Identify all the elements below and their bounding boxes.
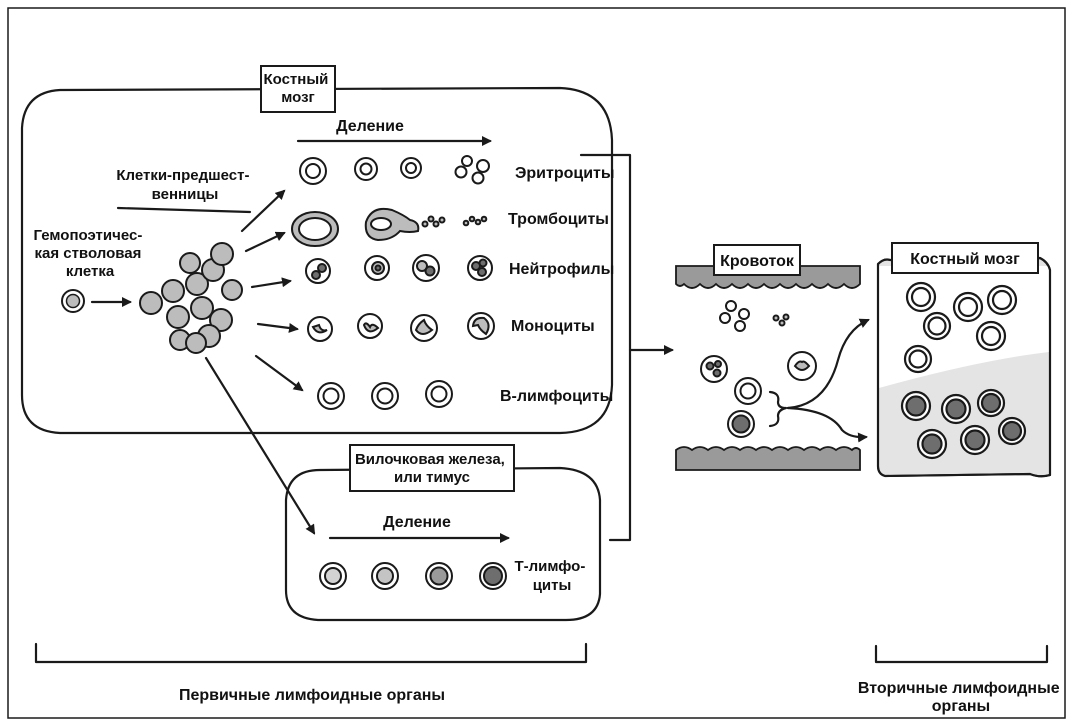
blood-lymphocyte-brace — [768, 390, 788, 428]
secondary-jar-rim — [876, 256, 1052, 478]
thymus-label-box — [349, 444, 515, 492]
primary-organs-bracket — [34, 642, 588, 664]
bloodstream-label-box — [713, 244, 801, 276]
thymus-box — [284, 466, 602, 622]
bone-marrow-label: Костный мозг — [263, 71, 332, 106]
monocyte-row — [307, 312, 495, 342]
thrombocyte-row — [291, 207, 488, 247]
secondary-organs-label: Вторичные лимфоидные органы — [858, 680, 1064, 715]
blood-cells — [700, 300, 817, 438]
to-secondary-arrow-top — [786, 318, 870, 410]
erythrocytes-label: Эритроциты — [515, 165, 615, 182]
secondary-t-cells — [900, 388, 1027, 460]
to-secondary-arrow-bottom — [786, 406, 868, 443]
b-lymphocyte-row — [317, 380, 453, 410]
bone-marrow-label-box — [260, 65, 336, 113]
t-lymphocytes-label: Т-лимфо- циты — [514, 558, 589, 594]
thymus-division-label: Деление — [383, 514, 451, 531]
neutrophil-row — [305, 254, 493, 284]
secondary-bone-marrow-label: Костный мозг — [910, 251, 1020, 268]
bloodstream-label: Кровоток — [720, 253, 795, 270]
thrombocytes-label: Тромбоциты — [508, 211, 609, 228]
division-label: Деление — [336, 118, 404, 135]
primary-to-blood-connector — [579, 153, 632, 542]
outer-frame — [7, 7, 1066, 719]
bone-marrow-box — [20, 86, 614, 435]
secondary-organs-bracket — [874, 644, 1049, 664]
precursor-cluster — [139, 242, 243, 354]
neutrophils-label: Нейтрофилы — [509, 261, 614, 278]
thymus-label: Вилочковая железа, или тимус — [355, 451, 509, 486]
secondary-bone-marrow-label-box — [891, 242, 1039, 274]
precursor-underline — [116, 206, 252, 214]
lineage-arrows — [204, 189, 316, 535]
b-lymphocytes-label: В-лимфоциты — [500, 388, 613, 405]
stem-cell-label: Гемопоэтичес- кая стволовая клетка — [34, 227, 147, 280]
t-lymphocyte-row — [319, 562, 507, 590]
precursor-label: Клетки-предшест- венницы — [116, 167, 253, 203]
secondary-b-cells — [903, 281, 1018, 374]
monocytes-label: Моноциты — [511, 318, 595, 335]
primary-organs-label: Первичные лимфоидные органы — [179, 687, 445, 704]
vessel-bottom — [675, 446, 861, 471]
stem-cell — [61, 289, 85, 313]
erythrocyte-row — [299, 155, 490, 185]
